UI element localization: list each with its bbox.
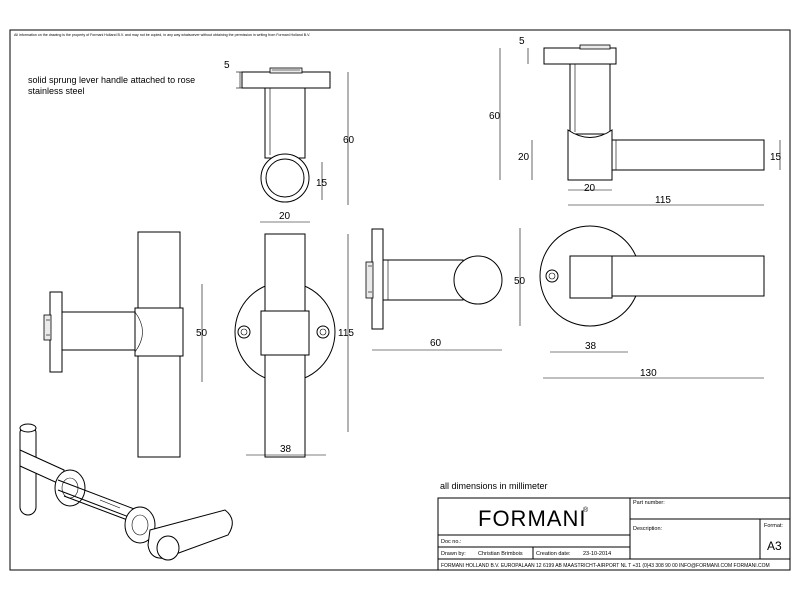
dim-profile-length: 60 <box>430 338 442 349</box>
dim-top-diameter-small: 15 <box>316 178 328 189</box>
dim-top-rose-thickness: 5 <box>224 60 230 71</box>
dim-tr-lever-length: 115 <box>655 195 671 206</box>
top-view: 5 60 15 20 <box>224 60 355 223</box>
description-label: Description: <box>633 526 663 532</box>
dim-top-width: 20 <box>279 211 291 222</box>
profile-view: 60 <box>365 228 503 351</box>
lever-front-view: 50 38 130 <box>514 225 765 379</box>
doc-no-label: Doc no.: <box>441 539 462 545</box>
dim-tr-collar-width: 20 <box>584 183 596 194</box>
creation-date-value: 23-10-2014 <box>583 551 611 557</box>
dim-side-height: 50 <box>196 328 208 339</box>
dim-lever-rose-width: 38 <box>585 341 597 352</box>
part-number-label: Part number: <box>633 500 665 506</box>
dim-front-width: 38 <box>280 444 292 455</box>
dim-tr-lever-thickness: 15 <box>770 152 782 163</box>
drawn-by-label: Drawn by: <box>441 551 466 557</box>
dim-tr-height: 60 <box>489 111 501 122</box>
left-side-view: 50 <box>43 231 208 458</box>
top-right-view: 5 60 20 15 20 115 <box>489 36 782 206</box>
footer-address: FORMANI HOLLAND B.V. EUROPALAAN 12 6199 … <box>441 563 770 569</box>
isometric-view <box>19 423 233 561</box>
title-block: FORMANI ® Part number: Description: Form… <box>437 497 791 571</box>
brand-registered-mark: ® <box>583 506 589 514</box>
format-label: Format: <box>764 523 783 529</box>
dim-top-height: 60 <box>343 135 355 146</box>
dim-front-height: 115 <box>338 328 354 339</box>
drawn-by-value: Christian Brimbois <box>478 551 523 557</box>
dim-rose-diameter: 50 <box>514 276 526 287</box>
description-line-2: stainless steel <box>28 86 85 96</box>
dim-tr-collar-height: 20 <box>518 152 530 163</box>
format-value: A3 <box>767 539 782 553</box>
units-note: all dimensions in millimeter <box>440 481 548 491</box>
dim-tr-rose-thickness: 5 <box>519 36 525 47</box>
front-view: 115 38 <box>234 233 354 458</box>
description-line-1: solid sprung lever handle attached to ro… <box>28 75 195 85</box>
sheet-border <box>9 29 791 571</box>
dim-lever-length: 130 <box>640 368 657 379</box>
creation-date-label: Creation date: <box>536 551 571 557</box>
brand-logo: FORMANI <box>478 506 586 531</box>
disclaimer-text: All information on the drawing is the pr… <box>14 33 310 37</box>
